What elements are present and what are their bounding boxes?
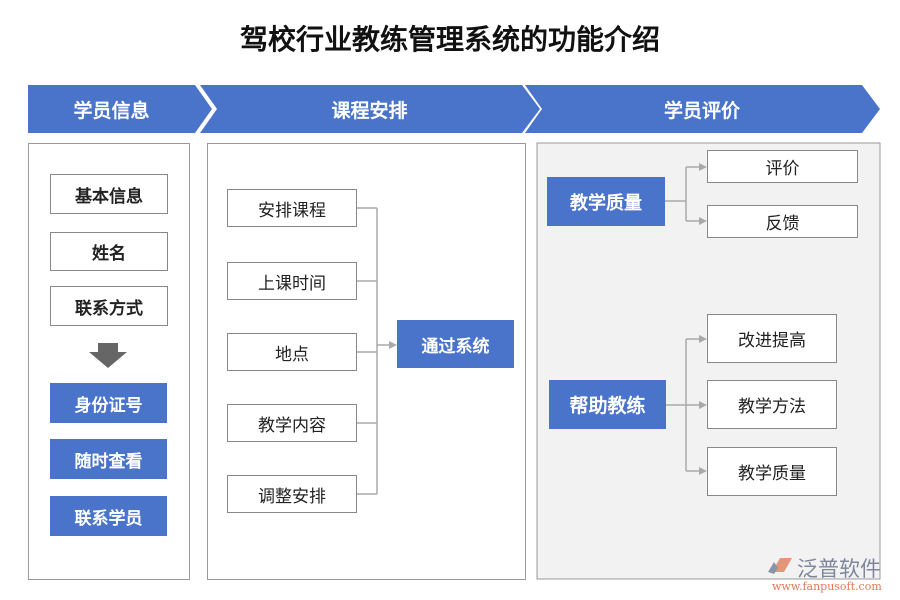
logo-url: www.fanpusoft.com xyxy=(772,580,882,593)
banner-course-schedule: 课程安排 xyxy=(331,100,408,122)
banner-shape-2 xyxy=(200,85,540,133)
box-help-coach: 帮助教练 xyxy=(549,380,666,429)
box-view-anytime: 随时查看 xyxy=(50,439,167,479)
box-teaching-content: 教学内容 xyxy=(227,404,357,442)
banner-shape-1 xyxy=(28,85,212,133)
box-feedback: 反馈 xyxy=(707,205,858,238)
box-name: 姓名 xyxy=(50,232,168,271)
page-title: 驾校行业教练管理系统的功能介绍 xyxy=(239,23,660,56)
box-class-time: 上课时间 xyxy=(227,262,357,300)
panel-student-info xyxy=(28,143,190,580)
logo-name: 泛普软件 xyxy=(797,557,881,581)
box-schedule-course: 安排课程 xyxy=(227,189,357,227)
box-id-number: 身份证号 xyxy=(50,383,167,423)
box-contact: 联系方式 xyxy=(50,286,168,326)
banner-student-info: 学员信息 xyxy=(73,100,150,122)
box-location: 地点 xyxy=(227,333,357,371)
down-arrow-icon xyxy=(89,343,127,368)
box-teaching-quality-2: 教学质量 xyxy=(707,447,837,496)
banner-student-evaluation: 学员评价 xyxy=(663,100,740,122)
box-teaching-quality: 教学质量 xyxy=(547,177,665,226)
box-basic-info: 基本信息 xyxy=(50,174,168,214)
box-teaching-method: 教学方法 xyxy=(707,380,837,429)
box-evaluation: 评价 xyxy=(707,150,858,183)
box-via-system: 通过系统 xyxy=(397,320,514,368)
connectors xyxy=(357,166,702,495)
box-improve: 改进提高 xyxy=(707,314,837,363)
panel-course-schedule xyxy=(207,143,526,580)
box-contact-student: 联系学员 xyxy=(50,496,167,536)
box-adjust-schedule: 调整安排 xyxy=(227,475,357,513)
banner-shape-3 xyxy=(525,85,880,133)
